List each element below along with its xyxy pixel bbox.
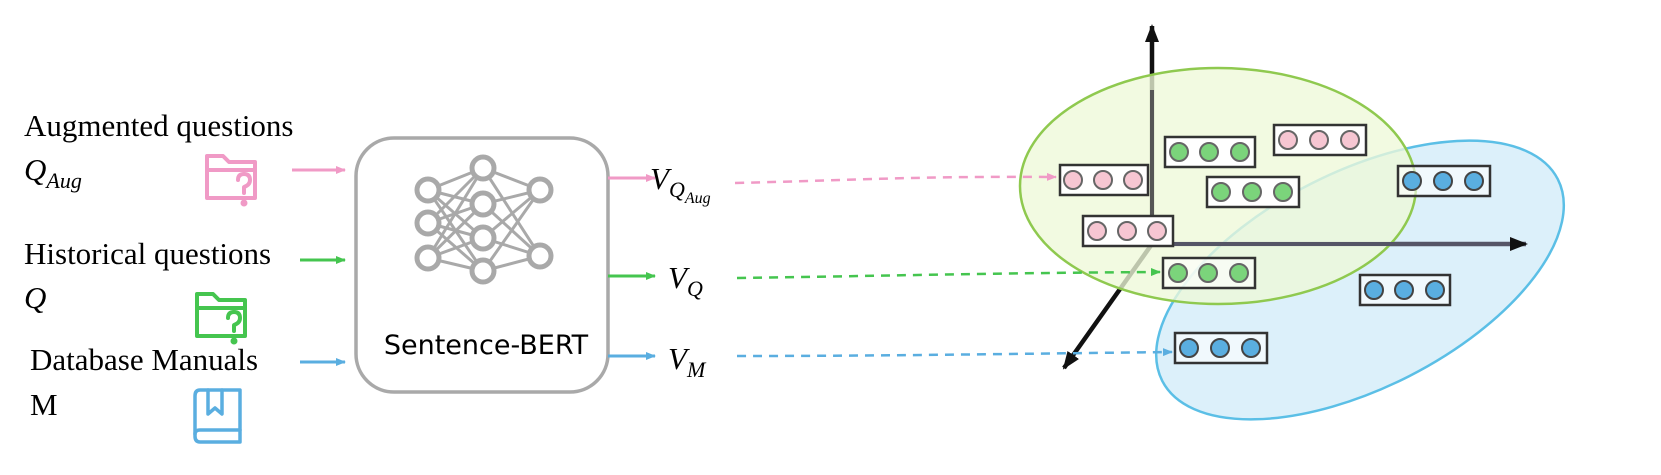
vector-manual-2	[1358, 273, 1452, 307]
vector-manual-1	[1396, 164, 1492, 198]
folder-question-icon	[205, 154, 257, 207]
neural-network-icon	[414, 154, 554, 285]
input-manuals-title: Database Manuals	[30, 342, 258, 377]
output-vm-label: VM	[668, 341, 707, 382]
input-augmented-symbol: QAug	[24, 152, 82, 193]
projection-arrow-historical	[736, 268, 1161, 280]
projection-arrow-manuals	[736, 348, 1173, 358]
input-augmented-title: Augmented questions	[24, 108, 294, 143]
sentence-bert-encoder: Sentence-BERT	[354, 136, 610, 394]
input-manuals: Database Manuals M	[30, 342, 346, 444]
encoder-label: Sentence-BERT	[384, 330, 589, 361]
vector-aug-3	[1272, 123, 1368, 157]
embedding-vectors	[1058, 123, 1492, 365]
vector-manual-3	[1173, 331, 1269, 365]
output-vq-label: VQ	[668, 260, 703, 301]
input-historical: Historical questions Q	[24, 236, 346, 345]
output-vq-aug-label: VQAug	[650, 161, 711, 207]
vector-aug-2	[1081, 214, 1175, 248]
vector-hist-3	[1161, 256, 1257, 290]
input-historical-symbol: Q	[24, 280, 46, 315]
vector-hist-2	[1205, 175, 1301, 209]
input-augmented: Augmented questions QAug	[24, 108, 346, 207]
vector-aug-1	[1058, 163, 1150, 197]
input-manuals-symbol: M	[30, 387, 58, 422]
embedding-space	[1018, 24, 1566, 421]
projection-arrow-augmented	[734, 172, 1057, 185]
vector-hist-1	[1163, 135, 1257, 169]
book-icon	[193, 388, 242, 444]
folder-question-icon	[195, 292, 247, 345]
input-historical-title: Historical questions	[24, 236, 271, 271]
